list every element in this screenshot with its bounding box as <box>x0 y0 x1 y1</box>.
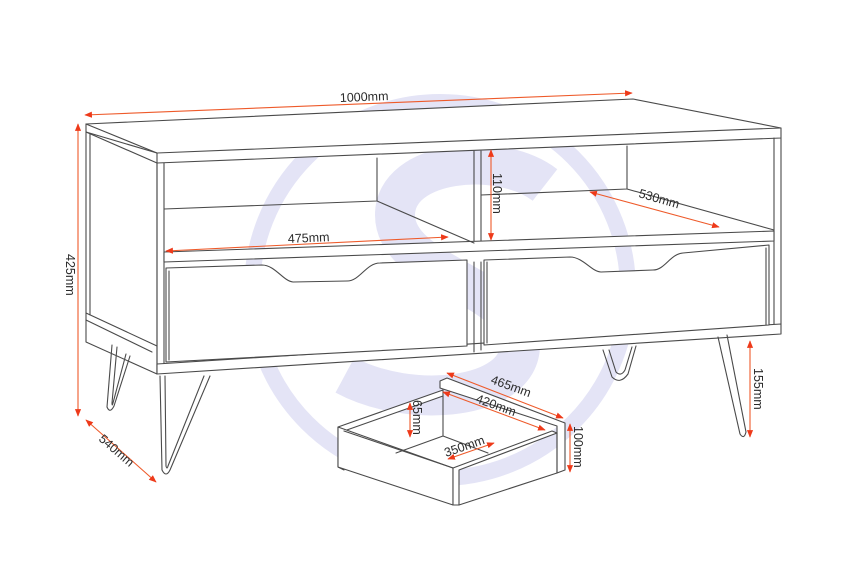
right-drawer-front <box>483 244 770 346</box>
leg-back-left <box>106 344 131 411</box>
label-shelf-height: 110mm <box>490 173 504 214</box>
label-leg-height: 155mm <box>751 368 765 410</box>
label-drawer-inner-height: 65mm <box>410 400 424 435</box>
label-drawer-inner-depth: 350mm <box>442 433 486 460</box>
leg-front-right <box>717 334 747 438</box>
leg-front-left <box>159 375 211 475</box>
label-depth: 540mm <box>96 432 137 470</box>
label-width: 1000mm <box>340 89 389 105</box>
label-shelf-width: 475mm <box>288 230 330 246</box>
tv-unit-body <box>85 98 782 475</box>
shelf-panel <box>163 230 775 263</box>
label-height: 425mm <box>63 254 77 296</box>
label-drawer-front-height: 100mm <box>571 426 585 468</box>
label-shelf-depth: 530mm <box>637 186 681 211</box>
leg-back-right <box>602 345 637 381</box>
dimension-arrows <box>74 90 754 483</box>
left-drawer-front <box>165 259 468 363</box>
